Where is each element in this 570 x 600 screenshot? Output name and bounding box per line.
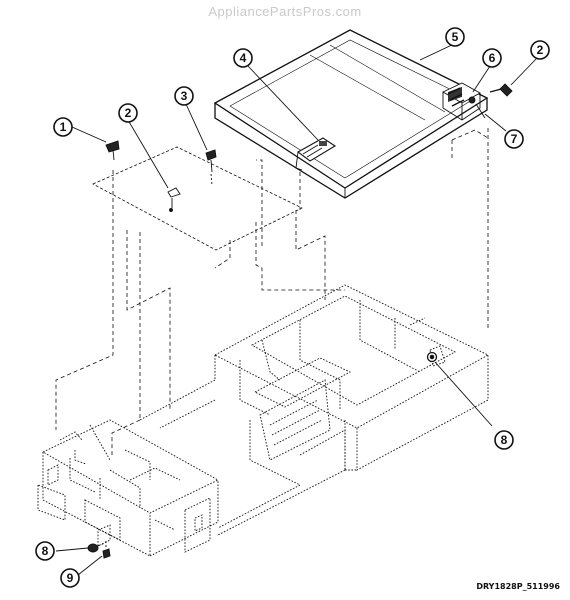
top-lid[interactable]	[213, 29, 489, 199]
door-latch[interactable]	[442, 82, 486, 121]
cabinet-dashed-outline	[55, 128, 489, 455]
cabinet-base	[37, 284, 489, 557]
callout-9: 9	[60, 568, 80, 588]
callout-3: 3	[174, 86, 194, 106]
leader-lines	[55, 43, 538, 576]
drawing-code: DRY1828P_511996	[476, 582, 560, 591]
callout-1: 1	[53, 117, 73, 137]
lid-hinge[interactable]	[295, 137, 337, 171]
callout-8-right: 8	[494, 430, 514, 450]
svg-text:8: 8	[501, 433, 508, 447]
svg-text:5: 5	[452, 30, 459, 44]
svg-text:9: 9	[67, 571, 74, 585]
svg-text:8: 8	[42, 544, 49, 558]
svg-text:2: 2	[537, 43, 544, 57]
latch-screw[interactable]	[489, 83, 513, 97]
svg-text:4: 4	[240, 51, 247, 65]
screw-part-1[interactable]	[105, 140, 120, 161]
top-support-panel	[92, 146, 303, 251]
screw-part-9[interactable]	[102, 541, 111, 559]
callout-8-left: 8	[35, 541, 55, 561]
svg-text:3: 3	[181, 89, 188, 103]
nut-part-8-left[interactable]	[87, 542, 106, 553]
nut-part-8-right[interactable]	[426, 351, 438, 363]
watermark-text: AppliancePartsPros.com	[208, 4, 362, 19]
callout-4: 4	[233, 48, 253, 68]
clip-part-2[interactable]	[167, 187, 181, 212]
svg-text:2: 2	[125, 106, 132, 120]
svg-text:1: 1	[60, 120, 67, 134]
base-bracket	[97, 524, 111, 547]
svg-text:7: 7	[511, 132, 518, 146]
svg-text:6: 6	[489, 51, 496, 65]
callout-2-screw: 2	[530, 40, 550, 60]
callouts: 1 2 3 4 5 6 2 7	[35, 27, 550, 588]
callout-2-clip: 2	[118, 103, 138, 123]
callout-6: 6	[482, 48, 502, 68]
callout-7: 7	[504, 129, 524, 149]
screw-part-3[interactable]	[205, 149, 217, 186]
callout-5: 5	[445, 27, 465, 47]
